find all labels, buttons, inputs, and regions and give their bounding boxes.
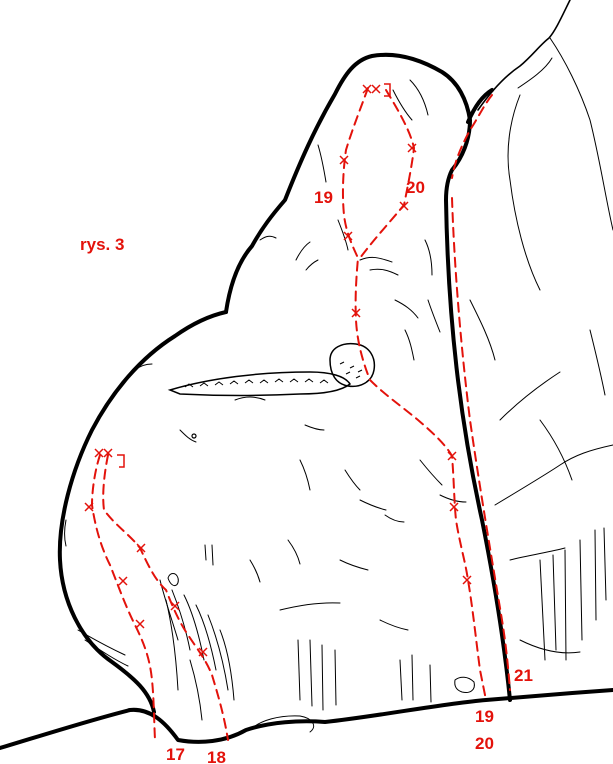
rock-outline bbox=[0, 0, 613, 748]
flake-feature bbox=[170, 344, 374, 396]
bolt-marker bbox=[119, 577, 127, 585]
route-label-17: 17 bbox=[166, 745, 185, 764]
route-label-18: 18 bbox=[207, 748, 226, 764]
route-21-line bbox=[452, 95, 492, 178]
route-label-19-lower: 19 bbox=[475, 707, 494, 726]
route-21-line-lower bbox=[452, 198, 510, 690]
bolts bbox=[85, 84, 471, 656]
route-17-line bbox=[92, 455, 155, 740]
route-18-line bbox=[103, 455, 228, 740]
bolt-marker bbox=[372, 85, 380, 93]
route-label-20-lower: 20 bbox=[475, 734, 494, 753]
route-20-line bbox=[360, 90, 414, 258]
route-19-20-shared-line bbox=[370, 380, 486, 700]
bolt-marker bbox=[136, 620, 144, 628]
route-label-20-upper: 20 bbox=[406, 178, 425, 197]
route-label-21: 21 bbox=[514, 666, 533, 685]
figure-label: rys. 3 bbox=[80, 235, 124, 254]
bolt-marker bbox=[450, 503, 458, 511]
anchor-icon bbox=[117, 455, 124, 467]
route-label-19-upper: 19 bbox=[314, 188, 333, 207]
